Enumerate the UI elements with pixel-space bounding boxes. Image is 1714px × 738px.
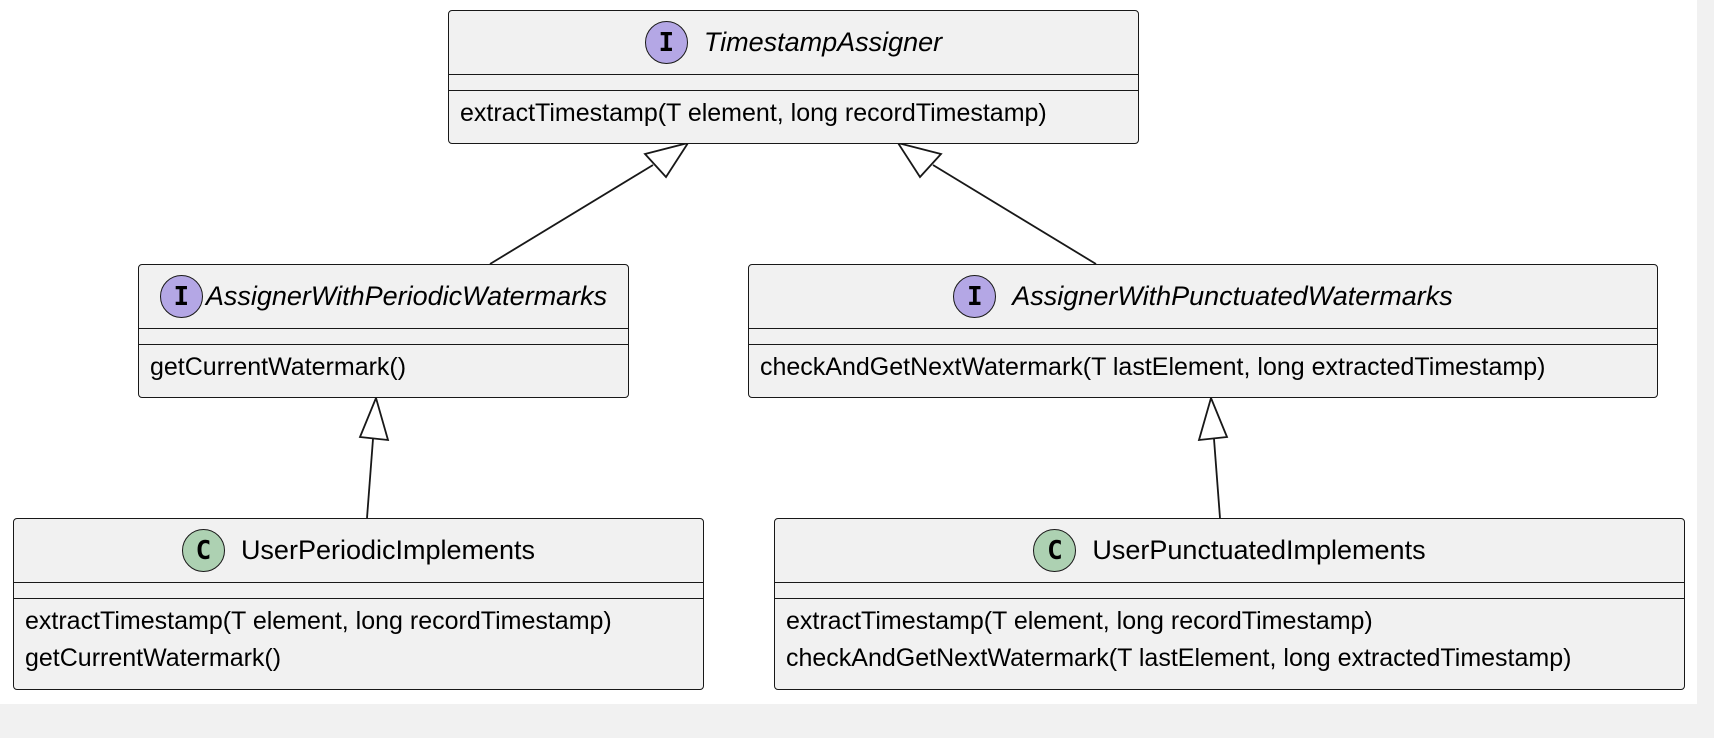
node-header: I TimestampAssigner (449, 11, 1138, 74)
method-list: extractTimestamp(T element, long recordT… (460, 95, 1132, 132)
compartment-divider (749, 328, 1657, 329)
method: getCurrentWatermark() (25, 644, 282, 672)
method: checkAndGetNextWatermark(T lastElement, … (760, 353, 1546, 381)
user-punctuated-implements-node[interactable]: C UserPunctuatedImplements extractTimest… (774, 518, 1685, 690)
compartment-divider (139, 328, 628, 329)
node-header: I AssignerWithPeriodicWatermarks (139, 265, 628, 328)
compartment-divider (449, 74, 1138, 75)
generalization-arrowhead-punctuated (895, 141, 943, 179)
method: getCurrentWatermark() (150, 353, 407, 381)
compartment-divider (749, 344, 1657, 345)
edge-punctuated-to-timestamp-assigner (932, 164, 1097, 265)
node-header: C UserPeriodicImplements (14, 519, 703, 582)
generalization-arrowhead-user-periodic (358, 395, 390, 442)
node-title: TimestampAssigner (703, 27, 943, 57)
method: extractTimestamp(T element, long recordT… (786, 607, 1373, 635)
interface-badge-icon: I (159, 275, 203, 318)
diagram-canvas: I TimestampAssigner extractTimestamp(T e… (0, 0, 1697, 704)
node-title: AssignerWithPunctuatedWatermarks (1012, 281, 1453, 311)
assigner-with-punctuated-watermarks-node[interactable]: I AssignerWithPunctuatedWatermarks check… (748, 264, 1658, 398)
method-list: getCurrentWatermark() (150, 349, 622, 386)
node-header: C UserPunctuatedImplements (775, 519, 1684, 582)
user-periodic-implements-node[interactable]: C UserPeriodicImplements extractTimestam… (13, 518, 704, 690)
node-title: UserPeriodicImplements (240, 535, 536, 565)
class-badge-icon: C (1033, 529, 1077, 572)
method-list: checkAndGetNextWatermark(T lastElement, … (760, 349, 1651, 386)
class-badge-icon: C (181, 529, 225, 572)
compartment-divider (139, 344, 628, 345)
generalization-arrowhead-user-punctuated (1197, 395, 1229, 442)
interface-badge-icon: I (953, 275, 997, 318)
compartment-divider (775, 582, 1684, 583)
compartment-divider (14, 582, 703, 583)
assigner-with-periodic-watermarks-node[interactable]: I AssignerWithPeriodicWatermarks getCurr… (138, 264, 629, 398)
compartment-divider (775, 598, 1684, 599)
method-list: extractTimestamp(T element, long recordT… (786, 603, 1678, 677)
interface-badge-icon: I (644, 21, 688, 64)
method: extractTimestamp(T element, long recordT… (460, 99, 1047, 127)
method-list: extractTimestamp(T element, long recordT… (25, 603, 697, 677)
node-header: I AssignerWithPunctuatedWatermarks (749, 265, 1657, 328)
node-title: UserPunctuatedImplements (1092, 535, 1426, 565)
timestamp-assigner-node[interactable]: I TimestampAssigner extractTimestamp(T e… (448, 10, 1139, 144)
method: checkAndGetNextWatermark(T lastElement, … (786, 644, 1572, 672)
compartment-divider (449, 90, 1138, 91)
method: extractTimestamp(T element, long recordT… (25, 607, 612, 635)
relation-edges (358, 141, 1229, 519)
node-title: AssignerWithPeriodicWatermarks (205, 281, 608, 311)
edge-periodic-to-timestamp-assigner (489, 164, 654, 265)
generalization-arrowhead-periodic (643, 141, 691, 179)
compartment-divider (14, 598, 703, 599)
edge-user-periodic-to-periodic (366, 438, 374, 519)
edge-user-punctuated-to-punctuated (1213, 438, 1221, 519)
